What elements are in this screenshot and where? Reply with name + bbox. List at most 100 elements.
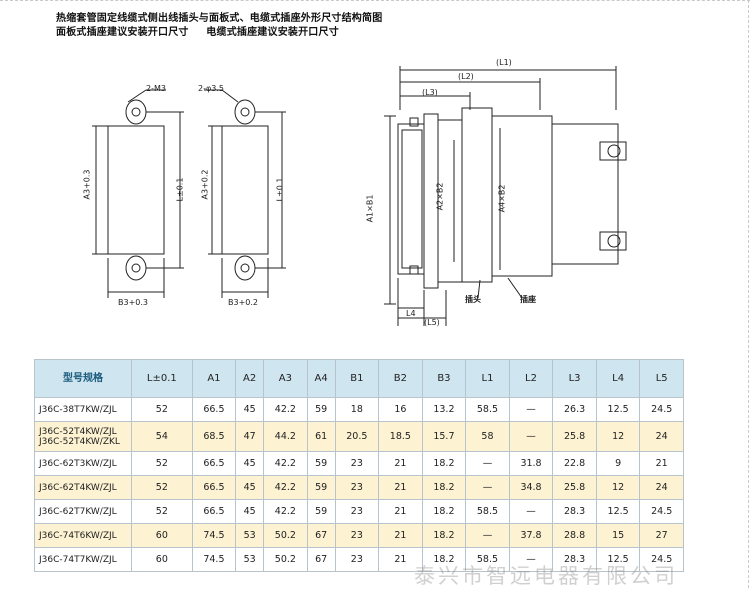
col-header: A2 [235,359,265,398]
cable-hole-label: 2-φ3.5 [198,84,224,93]
document-header: 热缩套管固定线缆式侧出线插头与面板式、电缆式插座外形尺寸结构简图 面板式插座建议… [56,12,382,40]
table-cell: 21 [378,451,423,476]
cable-cutout-drawing [204,89,286,298]
col-header: L5 [639,359,684,398]
model-cell: J36C-62T7KW/ZJL [34,499,132,524]
a1b1-label: A1×B1 [365,194,375,223]
table-cell: 18.2 [421,451,467,476]
table-cell: 45 [235,499,265,524]
table-cell: 67 [306,523,336,548]
table-cell: 18 [334,397,380,422]
model-name: J36C-74T6KW/ZJL [39,530,117,541]
table-cell: 15 [595,523,641,548]
table-cell: 28.3 [552,547,597,572]
model-name: J36C-62T3KW/ZJL [39,458,117,469]
table-cell: 66.5 [191,451,237,476]
col-header: B1 [334,359,380,398]
table-cell: 53 [235,523,265,548]
table-cell: 61 [306,421,336,452]
model-name: J36C-52T4KW/ZJL [39,426,117,437]
connector-side-view [384,66,627,326]
table-cell: 74.5 [191,547,237,572]
model-cell: J36C-62T4KW/ZJL [34,475,132,500]
table-cell: 28.3 [552,499,597,524]
table-cell: 21 [378,523,423,548]
table-cell: 59 [306,451,336,476]
table-cell: 13.2 [421,397,467,422]
table-cell: 50.2 [263,523,308,548]
table-cell: 45 [235,397,265,422]
table-cell: 52 [131,451,193,476]
panel-cutout-caption: 面板式插座建议安装开口尺寸 [56,27,189,38]
right-dashed-border [748,0,750,588]
model-name: J36C-52T4KW/ZKL [39,436,120,447]
socket-label: 插座 [520,295,536,304]
panel-b3-label: B3+0.3 [118,298,149,307]
cable-b3-label: B3+0.2 [228,298,259,307]
table-cell: 45 [235,475,265,500]
table-cell: 42.2 [263,475,308,500]
table-cell: 68.5 [191,421,237,452]
a2b2-label: A2×B2 [435,182,445,211]
table-cell: 52 [131,397,193,422]
table-cell: — [465,475,510,500]
table-cell: 31.8 [508,451,554,476]
l3-label: (L3) [422,88,438,97]
panel-hole-label: 2-M3 [146,84,166,93]
panel-l-label: L±0.1 [175,177,185,202]
table-cell: 23 [334,523,380,548]
table-cell: 37.8 [508,523,554,548]
table-cell: 21 [378,547,423,572]
cable-cutout-caption: 电缆式插座建议安装开口尺寸 [206,27,339,38]
col-header: L±0.1 [131,359,193,398]
table-cell: 58 [465,421,510,452]
table-cell: 54 [131,421,193,452]
table-cell: 59 [306,397,336,422]
table-cell: — [508,397,554,422]
table-cell: 58.5 [465,397,510,422]
model-name: J36C-62T4KW/ZJL [39,482,117,493]
spec-table-header-row: 型号规格 L±0.1 A1 A2 A3 A4 B1 B2 B3 L1 L2 L3… [34,359,684,398]
table-cell: 66.5 [191,499,237,524]
model-cell: J36C-62T3KW/ZJL [34,451,132,476]
table-cell: 18.5 [378,421,423,452]
table-cell: 24.5 [639,499,684,524]
table-cell: 59 [306,499,336,524]
table-cell: 21 [378,475,423,500]
l1-label: (L1) [496,58,512,67]
col-header: A1 [191,359,237,398]
col-header: B2 [378,359,423,398]
col-header: A4 [306,359,336,398]
table-cell: 18.2 [421,475,467,500]
table-cell: 34.8 [508,475,554,500]
table-cell: — [465,523,510,548]
table-cell: 24.5 [639,397,684,422]
panel-cutout-drawing [92,89,184,298]
l4-label: L4 [406,309,416,318]
model-name: J36C-74T7KW/ZJL [39,554,117,565]
table-cell: — [508,547,554,572]
table-cell: 22.8 [552,451,597,476]
col-header: L1 [465,359,510,398]
table-cell: 23 [334,547,380,572]
table-cell: 18.2 [421,499,467,524]
model-name: J36C-38T7KW/ZJL [39,404,117,415]
table-cell: 12 [595,421,641,452]
header-subtitle: 面板式插座建议安装开口尺寸 电缆式插座建议安装开口尺寸 [56,26,382,40]
table-cell: 28.8 [552,523,597,548]
col-header: L4 [595,359,641,398]
table-cell: — [508,421,554,452]
table-cell: 12.5 [595,547,641,572]
table-cell: 21 [378,499,423,524]
table-cell: 59 [306,475,336,500]
spec-table: 型号规格 L±0.1 A1 A2 A3 A4 B1 B2 B3 L1 L2 L3… [34,359,684,572]
table-cell: 42.2 [263,451,308,476]
table-cell: 24.5 [639,547,684,572]
top-dashed-border [0,0,750,2]
panel-a3-label: A3+0.3 [82,169,92,200]
table-cell: 24 [639,421,684,452]
